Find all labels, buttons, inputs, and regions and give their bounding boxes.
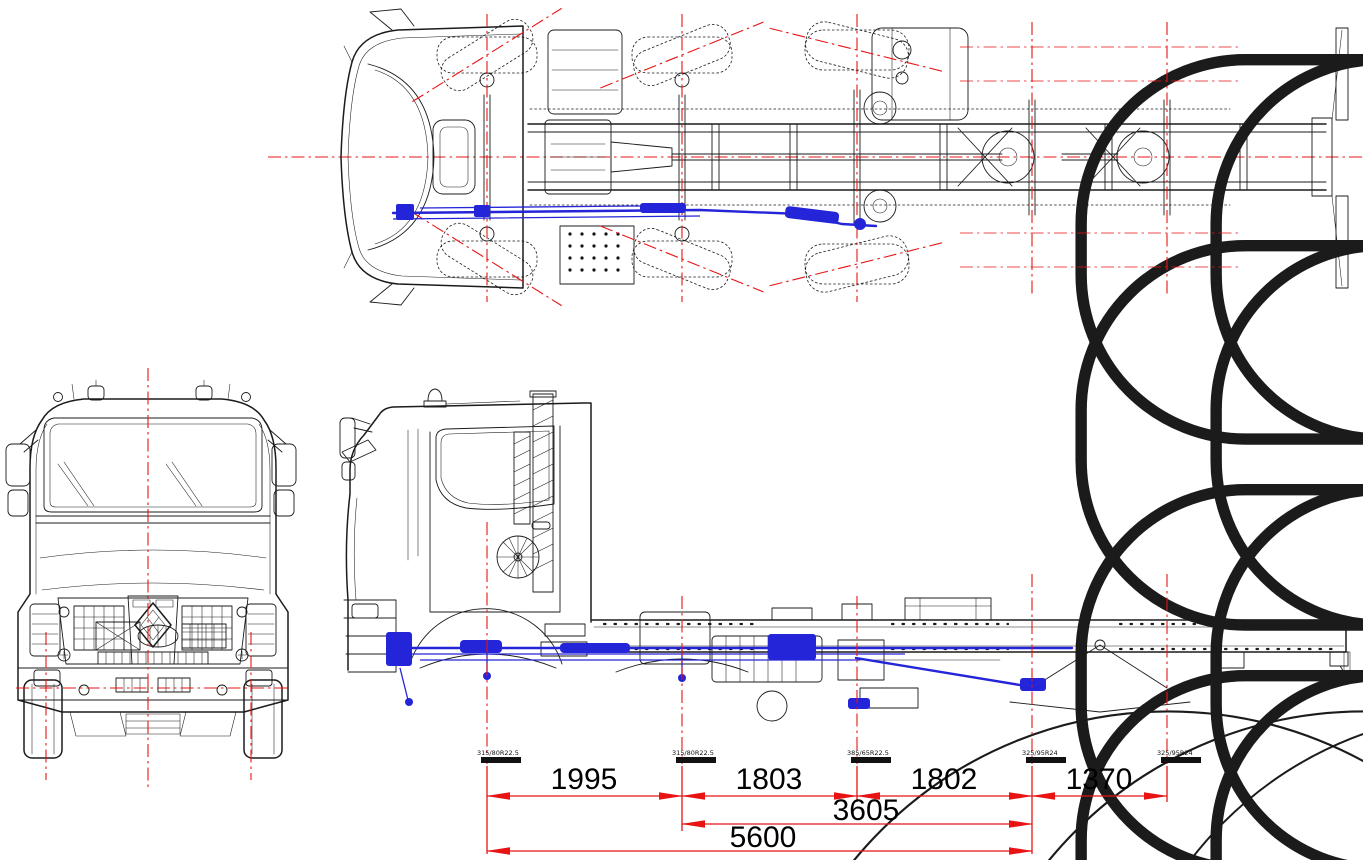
- left-headlight: [29, 603, 61, 657]
- plan-axle-centerlines: [486, 14, 1168, 302]
- left-mirror: [5, 429, 39, 517]
- wheel-axle-1: [761, 710, 1363, 860]
- grille-mesh-right: [181, 605, 233, 651]
- front-view-bumper: [17, 667, 289, 737]
- plan-steering-linkage: [391, 203, 878, 230]
- tire-label-axle-4: 325/95R24: [1022, 749, 1058, 757]
- dim-axle1-axle4: 5600: [730, 821, 797, 854]
- front-view-right-tire: [243, 679, 283, 759]
- side-wheels: [761, 710, 1363, 860]
- front-view-centerlines: [16, 368, 290, 788]
- side-view: 315/80R22.5 315/80R22.5 385/65R22.5 325/…: [339, 388, 1363, 860]
- wheel-axle-4: [1306, 712, 1363, 860]
- top-plan-view: [268, 7, 1363, 860]
- dimension-system: 1995 1803 1802 1370 3605 5600: [486, 763, 1168, 855]
- tire-label-axle-3: 385/65R22.5: [847, 749, 889, 757]
- side-steering-driveline: [386, 632, 1074, 709]
- side-powertrain: [419, 611, 1191, 722]
- dim-axle4-axle5: 1370: [1066, 763, 1133, 796]
- front-view-cab: [5, 379, 297, 713]
- grille-mesh-left: [73, 605, 125, 651]
- dim-axle3-axle4: 1802: [911, 763, 978, 796]
- plan-frame: [527, 27, 1349, 289]
- plan-perforated-plate: [568, 232, 620, 272]
- front-view-grille: [29, 595, 277, 665]
- right-beacon: [195, 385, 213, 401]
- plan-tanks: [547, 27, 969, 285]
- dim-axle1-axle2: 1995: [551, 763, 618, 796]
- dim-axle2-axle4: 3605: [833, 794, 900, 827]
- dim-axle2-axle3: 1803: [736, 763, 803, 796]
- left-beacon: [87, 385, 105, 401]
- right-mirror: [267, 429, 297, 517]
- tire-label-axle-5: 325/95R24: [1157, 749, 1193, 757]
- side-axle-centerlines: [486, 522, 1168, 764]
- side-beacon: [423, 388, 521, 408]
- plan-cab: [340, 8, 524, 306]
- side-frame-rail: [591, 597, 1351, 683]
- side-cab: [339, 388, 592, 673]
- tire-label-axle-1: 315/80R22.5: [477, 749, 519, 757]
- plan-engine-gearbox: [544, 119, 1170, 195]
- side-radiator-fan: [496, 535, 540, 579]
- front-view-left-tire: [23, 679, 63, 759]
- plan-rear-duals: [960, 46, 1363, 860]
- tire-label-axle-2: 315/80R22.5: [672, 749, 714, 757]
- front-view: [5, 368, 297, 788]
- tire-labels: 315/80R22.5 315/80R22.5 385/65R22.5 325/…: [477, 749, 1201, 763]
- right-headlight: [245, 603, 277, 657]
- side-air-stack: [513, 390, 557, 593]
